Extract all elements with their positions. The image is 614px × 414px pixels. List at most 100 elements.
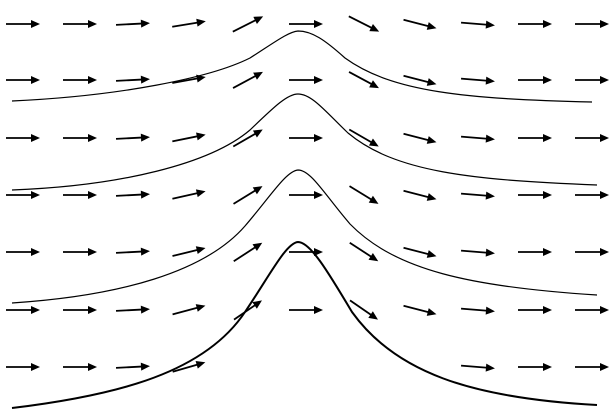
arrow-head [196,304,206,312]
velocity-arrow [518,306,552,314]
velocity-arrow [518,76,552,84]
streamlines-group [12,31,597,408]
arrow-head [88,248,97,256]
arrow-shaft [172,249,199,256]
velocity-arrow [63,363,97,371]
arrow-shaft [116,194,144,195]
arrow-head [600,20,609,28]
arrow-head [543,363,552,371]
arrow-head [543,191,552,199]
velocity-arrow [404,20,437,30]
arrow-head [486,135,495,143]
arrow-head [31,306,40,314]
arrow-head [31,134,40,142]
velocity-arrow [289,191,323,199]
arrow-head [600,76,609,84]
arrow-head [88,363,97,371]
arrow-shaft [116,137,144,138]
velocity-arrow [63,76,97,84]
arrow-head [369,253,379,261]
arrow-head [314,248,323,256]
velocity-arrow [350,243,378,262]
arrow-head [196,75,206,83]
arrow-head [486,21,495,29]
arrow-shaft [233,19,258,32]
velocity-arrow [6,248,40,256]
arrow-shaft [404,191,431,198]
arrow-shaft [404,76,431,83]
arrow-head [253,243,263,251]
arrow-shaft [461,194,489,196]
arrow-shaft [349,72,374,85]
arrow-head [543,306,552,314]
arrow-head [141,134,150,142]
velocity-arrow [6,363,40,371]
velocity-vector-field [6,16,609,371]
arrow-shaft [172,22,200,26]
velocity-arrow [575,134,609,142]
arrow-head [88,76,97,84]
arrow-head [31,363,40,371]
velocity-arrow [234,300,262,319]
arrow-shaft [172,193,199,199]
arrow-head [314,306,323,314]
arrow-shaft [350,243,373,258]
arrow-shaft [234,246,257,261]
arrow-head [486,364,495,372]
velocity-arrow [6,306,40,314]
velocity-arrow [173,304,206,314]
arrow-shaft [116,79,144,80]
arrow-head [88,306,97,314]
arrow-shaft [404,248,431,255]
arrow-head [31,20,40,28]
arrow-shaft [461,251,489,253]
arrow-shaft [233,75,258,88]
velocity-arrow [404,134,437,144]
arrow-shaft [234,304,257,320]
arrow-shaft [172,136,199,142]
velocity-arrow [63,248,97,256]
arrow-head [427,250,437,258]
velocity-arrow [575,76,609,84]
velocity-arrow [349,16,379,31]
streamline-1 [12,31,592,102]
arrow-head [543,20,552,28]
arrow-head [141,363,150,371]
arrow-head [368,311,378,319]
arrow-head [314,134,323,142]
arrow-head [486,192,495,200]
velocity-arrow [63,191,97,199]
arrow-head [31,191,40,199]
arrow-shaft [404,20,431,27]
velocity-arrow [63,134,97,142]
velocity-arrow [289,248,323,256]
velocity-arrow [289,134,323,142]
arrow-shaft [234,189,258,204]
arrow-head [196,189,206,197]
arrow-shaft [461,79,489,81]
arrow-shaft [116,251,144,252]
velocity-arrow [461,21,495,29]
velocity-arrow [350,300,378,319]
arrow-head [141,306,150,314]
arrow-head [486,77,495,85]
velocity-arrow [518,363,552,371]
arrow-shaft [461,309,489,311]
velocity-arrow [575,306,609,314]
arrow-head [31,76,40,84]
velocity-arrow [6,76,40,84]
arrow-head [141,248,150,256]
arrow-head [600,191,609,199]
velocity-arrow [404,191,437,201]
arrow-head [31,248,40,256]
arrow-head [196,246,206,254]
arrow-shaft [350,186,374,201]
velocity-arrow [461,135,495,143]
arrow-shaft [349,16,374,29]
arrow-head [427,22,437,30]
arrow-shaft [404,306,431,313]
velocity-arrow [116,363,150,371]
arrow-shaft [461,366,489,368]
velocity-arrow [461,364,495,372]
velocity-arrow [234,186,263,204]
